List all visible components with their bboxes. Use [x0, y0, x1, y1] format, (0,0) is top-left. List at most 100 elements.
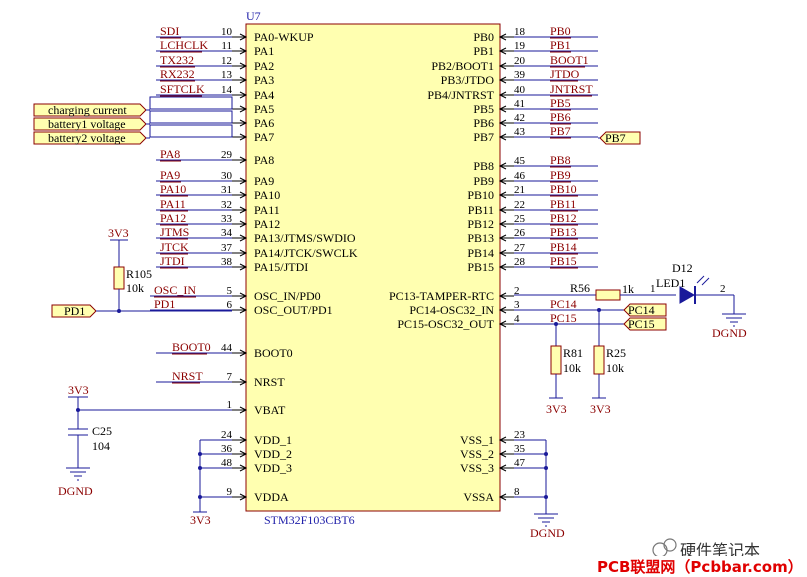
pin-number: 43 — [514, 126, 526, 138]
net-label: OSC_IN — [154, 283, 196, 297]
r25-ref: R25 — [606, 346, 626, 360]
chip-pin-right[interactable]: 43 PB7 PB7 — [473, 124, 598, 144]
port-pc15[interactable]: PC15 — [623, 317, 667, 331]
net-label: JTMS — [160, 225, 189, 239]
r81-body[interactable] — [550, 345, 562, 375]
port-pb7[interactable]: PB7 — [599, 131, 641, 145]
net-label: PA10 — [160, 182, 186, 196]
r105-body[interactable] — [113, 266, 125, 290]
r25-body[interactable] — [593, 345, 605, 375]
r56-ref: R56 — [570, 281, 590, 295]
port-battery1-voltage[interactable]: battery1 voltage — [33, 117, 147, 131]
net-label: JTCK — [160, 240, 189, 254]
net-label: PB8 — [550, 153, 571, 167]
net-label: PA11 — [160, 197, 186, 211]
pin-number: 38 — [221, 256, 233, 268]
pin-name: VDD_2 — [254, 447, 292, 461]
pin-number: 48 — [221, 457, 233, 469]
pin-name: PB7 — [473, 130, 494, 144]
port-pd1[interactable]: PD1 — [51, 304, 97, 318]
net-label: JNTRST — [550, 82, 593, 96]
net-label: PB6 — [550, 110, 571, 124]
port-charging-current[interactable]: charging current — [33, 103, 147, 117]
pin-number: 13 — [221, 69, 233, 81]
pin-number: 24 — [221, 429, 233, 441]
svg-text:1: 1 — [650, 283, 656, 295]
r56-body[interactable] — [595, 289, 621, 301]
net-label: PB7 — [550, 124, 571, 138]
pin-name: PB8 — [473, 159, 494, 173]
net-label: PD1 — [154, 297, 175, 311]
pin-name: PA4 — [254, 88, 274, 102]
led-icon[interactable] — [679, 275, 710, 304]
pin-name: PC13-TAMPER-RTC — [389, 289, 494, 303]
pin-name: PA7 — [254, 130, 274, 144]
led-gnd-label: DGND — [712, 326, 747, 340]
port-battery2-voltage[interactable]: battery2 voltage — [33, 131, 147, 145]
pin-number: 29 — [221, 149, 233, 161]
pin-name: PA10 — [254, 188, 280, 202]
net-label: PB11 — [550, 197, 576, 211]
pin-number: 32 — [221, 199, 232, 211]
net-label: PB12 — [550, 211, 577, 225]
pin-number: 9 — [227, 486, 233, 498]
net-label: BOOT1 — [550, 53, 589, 67]
port-pc14[interactable]: PC14 — [623, 303, 667, 317]
pin-number: 26 — [514, 227, 526, 239]
r81-value: 10k — [563, 361, 581, 375]
net-label: PB9 — [550, 168, 571, 182]
pin-name: PB14 — [467, 246, 494, 260]
pin-number: 23 — [514, 429, 526, 441]
pin-name: PB4/JNTRST — [427, 88, 494, 102]
c25-value: 104 — [92, 439, 110, 453]
net-label: PB14 — [550, 240, 577, 254]
pin-name: PB3/JTDO — [441, 73, 495, 87]
